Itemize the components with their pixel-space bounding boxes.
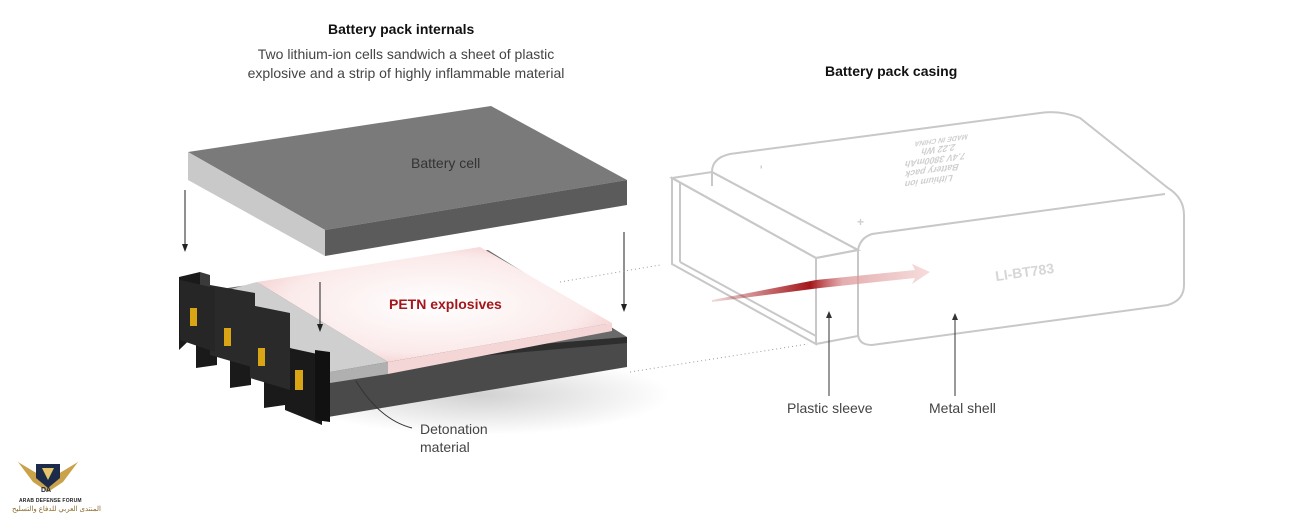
petn-sheet <box>257 247 612 374</box>
down-arrows <box>182 190 627 332</box>
casing-title: Battery pack casing <box>825 63 958 79</box>
internals-description-line1: Two lithium-ion cells sandwich a sheet o… <box>257 46 555 62</box>
detonation-label: Detonation material <box>420 420 488 456</box>
internals-description: Two lithium-ion cells sandwich a sheet o… <box>226 45 586 83</box>
detonation-pointer <box>355 380 413 429</box>
detonation-label-line1: Detonation <box>420 421 488 437</box>
forum-logo: DA ARAB DEFENSE FORUM المنتدى العربي للد… <box>8 456 101 514</box>
connector-tabs <box>179 272 330 425</box>
logo-monogram: DA <box>41 487 52 494</box>
guide-dotted-lines <box>559 264 809 373</box>
internals-description-line2: explosive and a strip of highly inflamma… <box>247 65 565 81</box>
logo-english: ARAB DEFENSE FORUM <box>19 498 82 504</box>
plastic-sleeve-label: Plastic sleeve <box>787 400 873 416</box>
metal-shell-label: Metal shell <box>929 400 996 416</box>
logo-emblem-icon <box>18 462 78 492</box>
petn-label: PETN explosives <box>389 296 502 312</box>
internals-title: Battery pack internals <box>328 21 475 37</box>
battery-cell-label: Battery cell <box>411 155 481 171</box>
detonation-label-line2: material <box>420 439 470 455</box>
logo-arabic: المنتدى العربي للدفاع والتسليح <box>12 506 101 513</box>
plastic-sleeve <box>668 170 861 346</box>
battery-cell-top <box>188 106 627 256</box>
contact-pads <box>190 308 303 390</box>
penetration-arrow <box>712 264 930 302</box>
casing-plus-sign: + <box>857 215 865 229</box>
